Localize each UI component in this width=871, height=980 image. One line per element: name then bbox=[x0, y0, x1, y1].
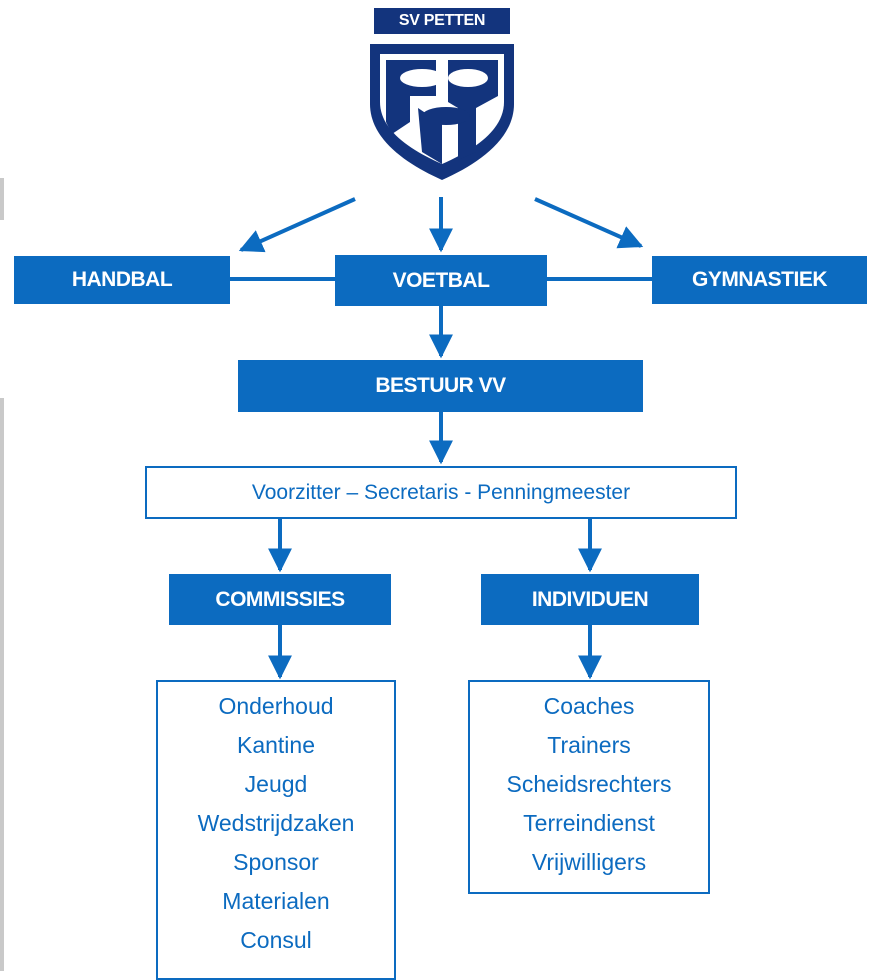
list-item: Terreindienst bbox=[523, 810, 655, 836]
list-item: Consul bbox=[240, 927, 312, 953]
club-crest-icon bbox=[370, 8, 514, 180]
list-item: Scheidsrechters bbox=[506, 771, 672, 797]
arrow-logo-to-gymnastiek bbox=[534, 197, 644, 249]
list-item: Onderhoud bbox=[218, 693, 334, 719]
section-voetbal: VOETBAL bbox=[335, 255, 547, 306]
list-item: Trainers bbox=[547, 732, 631, 758]
section-voetbal-label: VOETBAL bbox=[392, 268, 490, 292]
edge-mark-top bbox=[0, 178, 4, 220]
board-box: BESTUUR VV bbox=[238, 360, 643, 412]
group-individuen-label: INDIVIDUEN bbox=[531, 587, 649, 611]
group-individuen: INDIVIDUEN bbox=[481, 574, 699, 625]
list-item: Jeugd bbox=[244, 771, 308, 797]
list-item: Materialen bbox=[222, 888, 330, 914]
list-item: Vrijwilligers bbox=[531, 849, 647, 875]
group-commissies: COMMISSIES bbox=[169, 574, 391, 625]
board-label: BESTUUR VV bbox=[375, 374, 506, 397]
leadership-box: Voorzitter – Secretaris - Penningmeester bbox=[145, 466, 737, 519]
list-item: Wedstrijdzaken bbox=[197, 810, 355, 836]
club-logo: SV PETTEN bbox=[366, 4, 518, 184]
individuen-list: Coaches Trainers Scheidsrechters Terrein… bbox=[468, 680, 710, 894]
arrow-logo-to-handbal bbox=[238, 197, 356, 253]
list-item: Kantine bbox=[236, 732, 315, 758]
edge-mark-bottom bbox=[0, 398, 4, 971]
list-item: Coaches bbox=[543, 693, 635, 719]
commissies-list: Onderhoud Kantine Jeugd Wedstrijdzaken S… bbox=[156, 680, 396, 980]
club-logo-name: SV PETTEN bbox=[398, 12, 486, 29]
list-item: Sponsor bbox=[233, 849, 319, 875]
group-commissies-label: COMMISSIES bbox=[215, 587, 345, 611]
section-gymnastiek: GYMNASTIEK bbox=[652, 256, 867, 304]
section-gymnastiek-label: GYMNASTIEK bbox=[691, 268, 828, 291]
section-handbal: HANDBAL bbox=[14, 256, 230, 304]
leadership-roles: Voorzitter – Secretaris - Penningmeester bbox=[251, 480, 631, 504]
section-handbal-label: HANDBAL bbox=[71, 268, 173, 291]
